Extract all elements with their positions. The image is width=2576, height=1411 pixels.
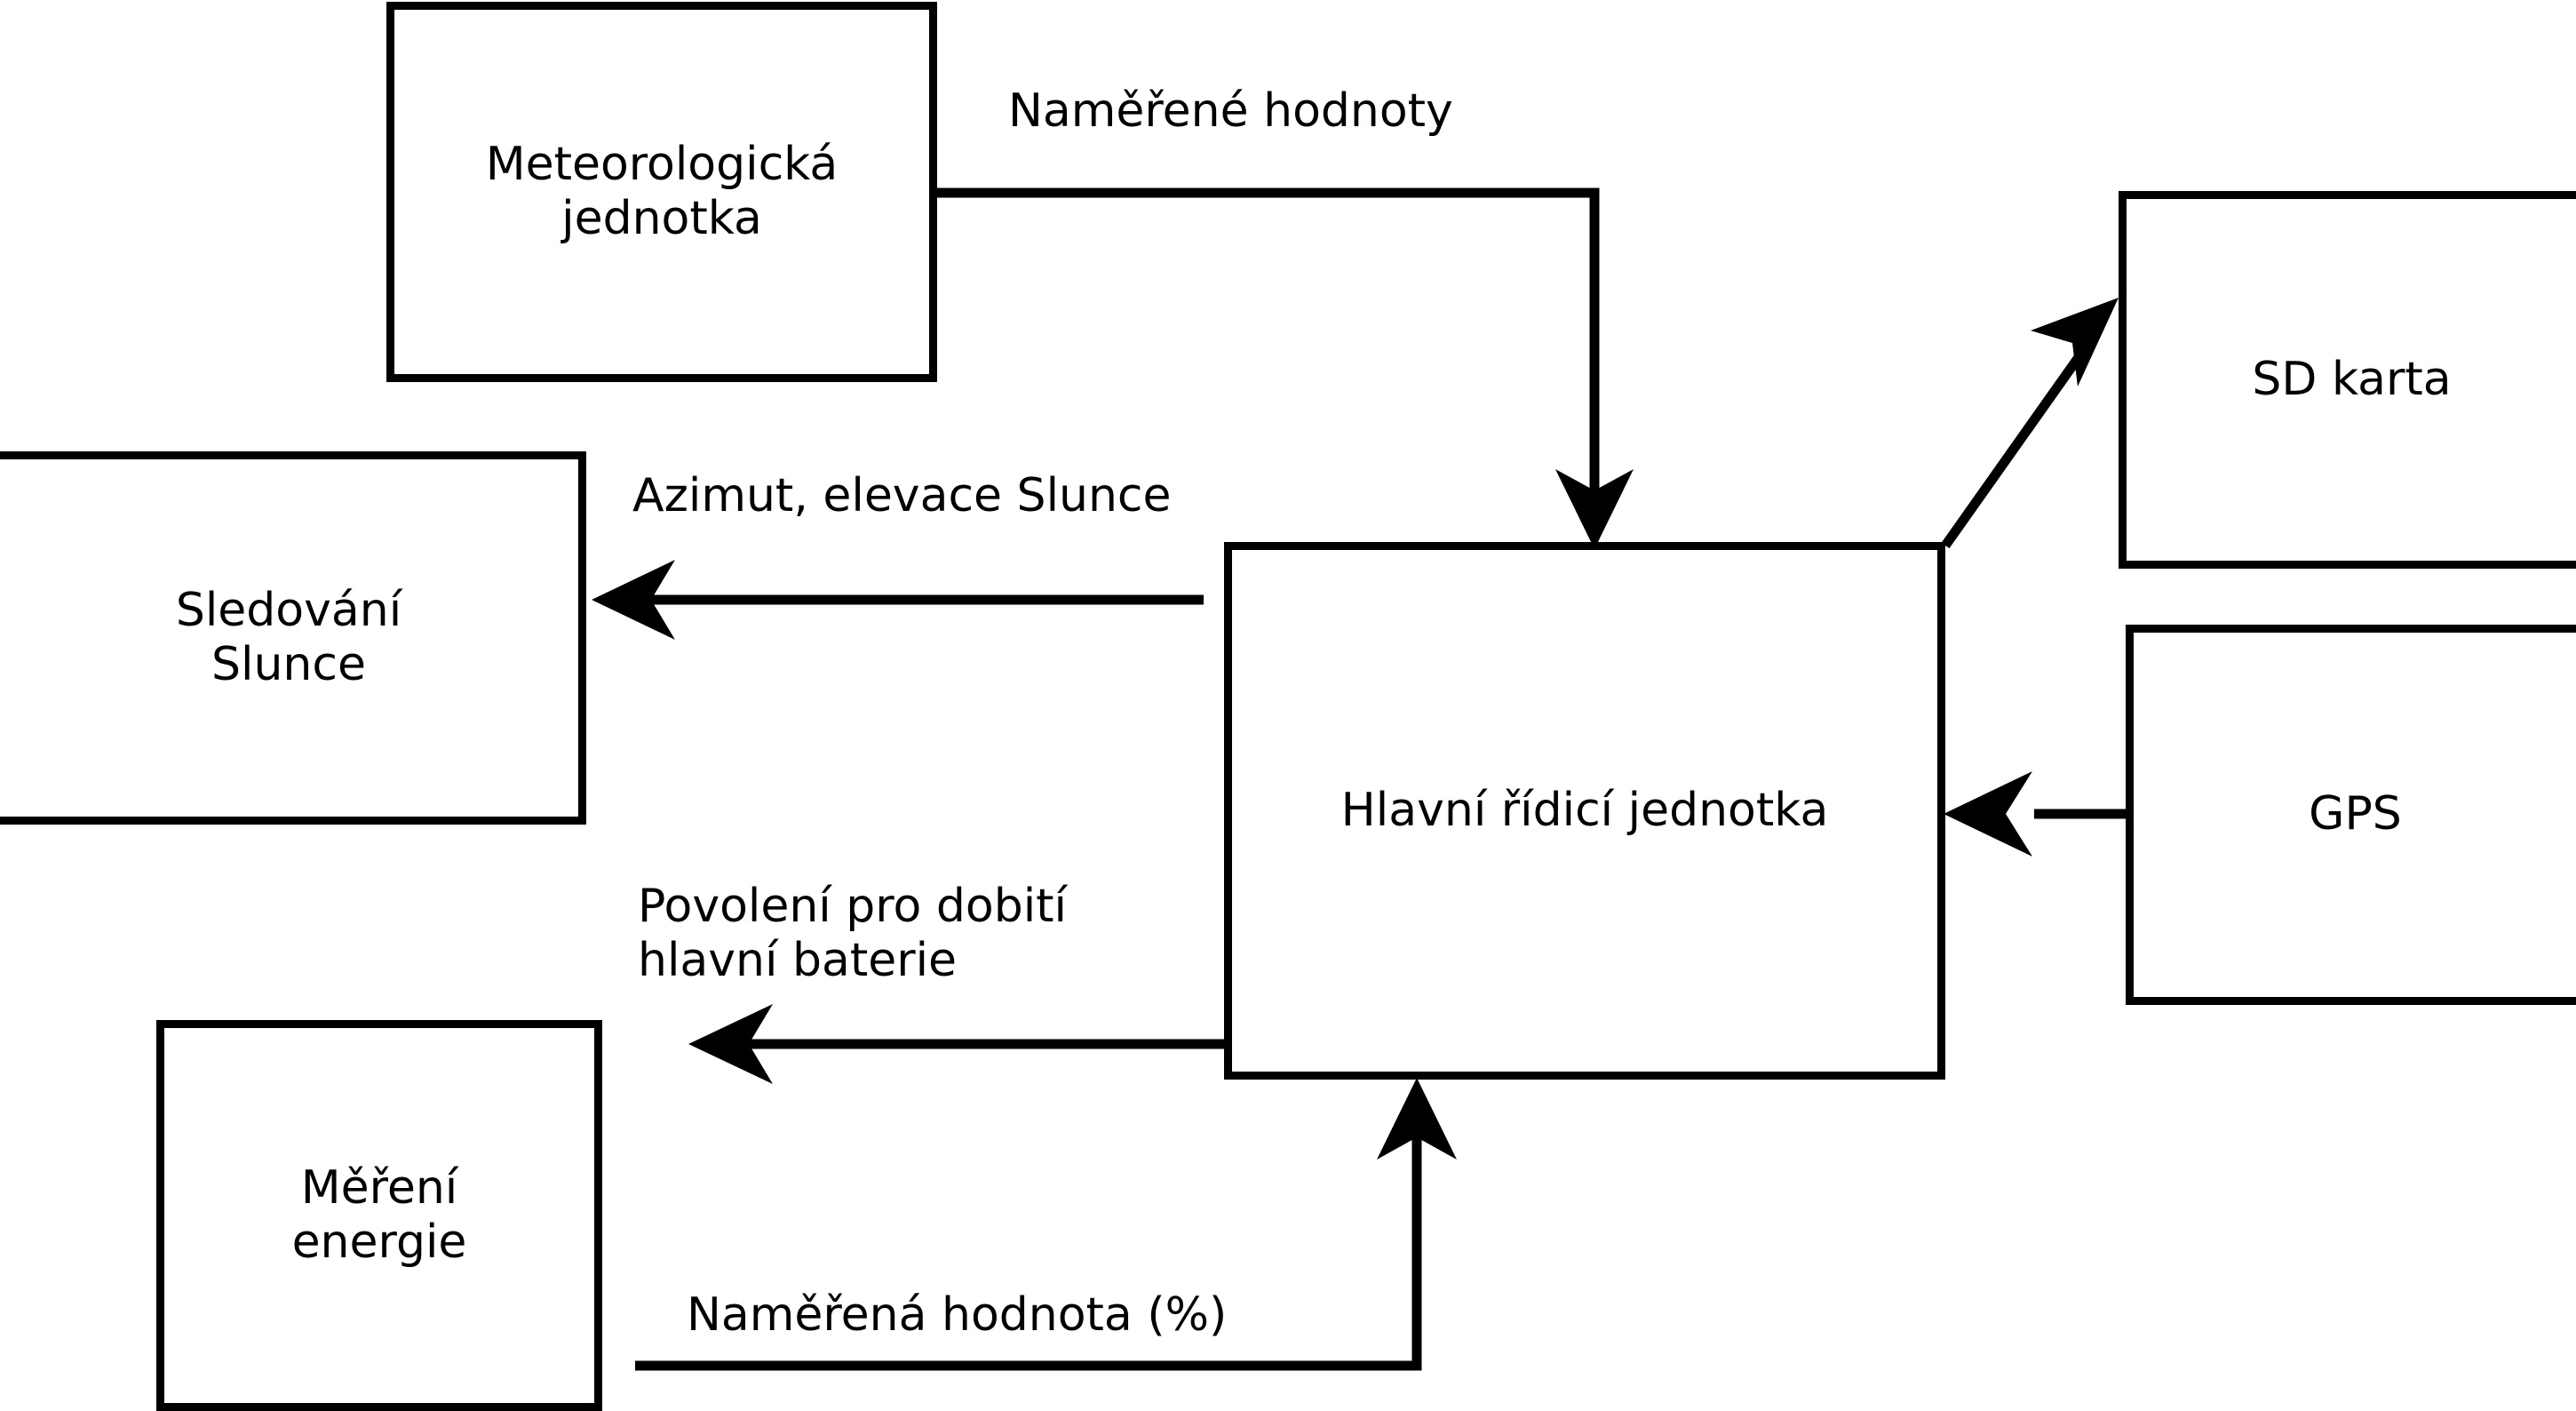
node-sd-card-label: SD karta: [2252, 352, 2452, 406]
node-meteo-unit-label: Meteorologická jednotka: [485, 137, 839, 245]
edge-label-energy-to-main: Naměřená hodnota (%): [687, 1288, 1228, 1342]
edge-label-main-to-energy: Povolení pro dobití hlavní baterie: [638, 880, 1067, 988]
connector-main-to-sd: [1941, 298, 2119, 549]
edge-label-main-to-sun-tracking: Azimut, elevace Slunce: [632, 469, 1172, 522]
node-main-control-unit-label: Hlavní řídicí jednotka: [1340, 783, 1829, 837]
connector-gps-to-main: [1944, 771, 2126, 857]
connector-energy-to-main: [635, 1078, 1457, 1371]
edge-label-meteo-to-main: Naměřené hodnoty: [1008, 84, 1453, 138]
connector-meteo-to-main: [937, 187, 1634, 549]
node-gps[interactable]: GPS: [2126, 625, 2576, 1005]
node-sun-tracking-label: Sledování Slunce: [175, 583, 402, 691]
connector-main-to-energy: [688, 1004, 1224, 1084]
node-sun-tracking[interactable]: Sledování Slunce: [0, 451, 586, 825]
node-energy-measurement[interactable]: Měření energie: [156, 1020, 602, 1411]
connector-main-to-sun-tracking: [592, 560, 1204, 640]
node-energy-measurement-label: Měření energie: [291, 1160, 467, 1269]
node-main-control-unit[interactable]: Hlavní řídicí jednotka: [1224, 542, 1945, 1080]
node-sd-card[interactable]: SD karta: [2119, 191, 2576, 569]
node-gps-label: GPS: [2309, 787, 2402, 841]
node-meteo-unit[interactable]: Meteorologická jednotka: [386, 2, 937, 382]
